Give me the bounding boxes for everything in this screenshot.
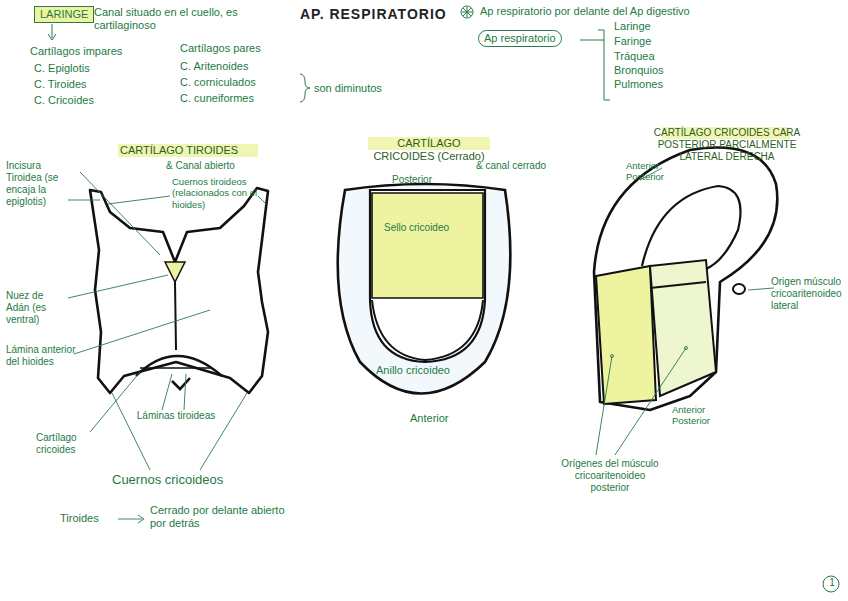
note: Ap respiratorio por delante del Ap diges… — [480, 5, 840, 18]
group-heading: Cartílagos impares — [30, 45, 150, 58]
list-item: Bronquios — [614, 64, 664, 77]
heading-box: LARINGE — [34, 6, 94, 23]
part-label: Sello cricoideo — [384, 222, 454, 234]
part-label: Láminas tiroideas — [136, 410, 216, 422]
section-heading: CARTÍLAGO TIROIDES — [120, 144, 238, 157]
list-item: Faringe — [614, 35, 651, 48]
part-label: Origen músculo cricoaritenoideo lateral — [771, 276, 845, 312]
orientation-label: Posterior — [392, 174, 432, 186]
page-number: 1 — [828, 577, 836, 589]
part-label: Lámina anterior del hioides — [6, 344, 76, 368]
part-label: Incisura Tiroidea (se encaja la epigloti… — [6, 160, 78, 208]
node-text: Ap respiratorio — [484, 32, 556, 44]
part-label: Cartílago cricoides — [36, 432, 106, 456]
definition-note: Canal situado en el cuello, es cartilagi… — [94, 6, 264, 32]
part-label: Orígenes del músculo cricoaritenoideo po… — [560, 458, 660, 494]
list-item: Pulmones — [614, 78, 663, 91]
list-item: C. cuneiformes — [180, 92, 254, 105]
orientation-label: Anterior — [410, 412, 449, 425]
list-item: Tráquea — [614, 50, 655, 63]
summary-note: Cerrado por delante abierto por detrás — [150, 504, 290, 530]
summary-term: Tiroides — [60, 512, 99, 525]
part-label: Cuernos tiroideos (relacionados con el h… — [172, 176, 270, 210]
section-note: & canal cerrado — [476, 160, 546, 172]
orientation-label: Anterior Posterior — [626, 160, 682, 183]
part-label: Cuernos cricoideos — [112, 472, 223, 488]
page-title: AP. RESPIRATORIO — [300, 6, 447, 22]
list-item: C. corniculados — [180, 76, 256, 89]
group-heading: Cartílagos pares — [180, 42, 261, 55]
section-heading: CARTÍLAGO CRICOIDES CARA POSTERIOR PARCI… — [652, 127, 802, 163]
section-note: & Canal abierto — [166, 160, 266, 172]
list-item: C. Tiroides — [34, 78, 87, 91]
list-item: Laringe — [614, 20, 651, 33]
orientation-label: Anterior Posterior — [672, 404, 728, 427]
list-item: C. Aritenoides — [180, 60, 248, 73]
list-item: C. Epiglotis — [34, 62, 90, 75]
section-heading: CARTÍLAGO CRICOIDES (Cerrado) — [368, 137, 490, 163]
list-item: C. Cricoides — [34, 94, 94, 107]
group-box: Ap respiratorio — [478, 30, 562, 47]
bracket-note: son diminutos — [314, 82, 384, 95]
part-label: Anillo cricoideo — [376, 364, 450, 377]
part-label: Nuez de Adán (es ventral) — [6, 290, 68, 326]
node-text: LARINGE — [40, 8, 88, 20]
